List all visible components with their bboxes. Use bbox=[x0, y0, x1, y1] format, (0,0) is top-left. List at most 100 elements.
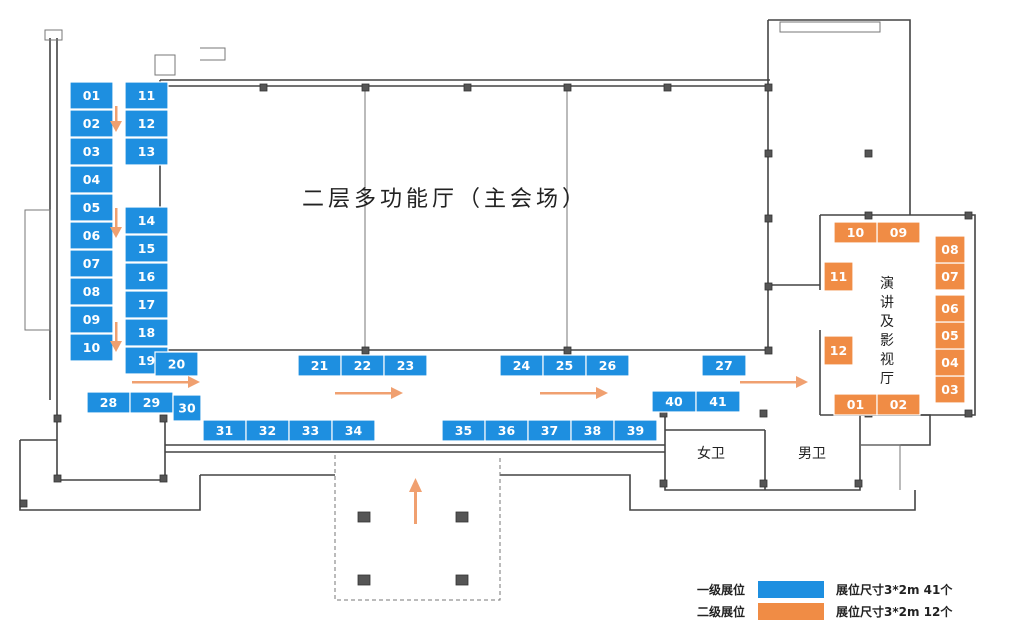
tier2-booth-10: 10 bbox=[833, 221, 878, 244]
tier2-booth-number: 12 bbox=[830, 343, 847, 358]
tier1-booth-rect bbox=[69, 221, 114, 250]
tier1-booth-rect bbox=[69, 193, 114, 222]
tier1-booth-number: 06 bbox=[83, 228, 101, 243]
lecture-hall-char-4: 视 bbox=[880, 352, 894, 368]
tier1-booth-rect bbox=[69, 249, 114, 278]
tier1-booth-number: 33 bbox=[302, 423, 319, 438]
tier1-booth-rect bbox=[124, 206, 169, 235]
tier1-booth-02: 02 bbox=[69, 109, 114, 138]
tier1-booth-11: 11 bbox=[124, 81, 169, 110]
building-walls bbox=[19, 19, 976, 601]
tier1-booth-rect bbox=[124, 234, 169, 263]
tier1-booth-number: 32 bbox=[259, 423, 276, 438]
tier1-booth-35: 35 bbox=[441, 419, 486, 442]
tier1-booth-03: 03 bbox=[69, 137, 114, 166]
tier1-booth-number: 21 bbox=[311, 358, 328, 373]
pillars bbox=[19, 83, 973, 586]
tier2-booth-number: 11 bbox=[830, 269, 847, 284]
tier1-booth-number: 10 bbox=[83, 340, 101, 355]
tier1-booth-number: 24 bbox=[513, 358, 531, 373]
tier1-booth-rect bbox=[124, 109, 169, 138]
arrow-right-2 bbox=[335, 387, 403, 399]
tier1-booth-08: 08 bbox=[69, 277, 114, 306]
tier1-booth-14: 14 bbox=[124, 206, 169, 235]
tier1-booth-rect bbox=[172, 394, 202, 422]
arrow-right-1 bbox=[132, 376, 200, 388]
tier1-booth-number: 34 bbox=[345, 423, 363, 438]
arrow-down-2 bbox=[110, 208, 122, 238]
tier1-booth-number: 29 bbox=[143, 395, 160, 410]
tier1-booth-rect bbox=[585, 354, 630, 377]
tier1-booth-21: 21 bbox=[297, 354, 342, 377]
tier1-booth-12: 12 bbox=[124, 109, 169, 138]
tier1-booth-rect bbox=[383, 354, 428, 377]
tier2-booth-rect bbox=[934, 348, 966, 377]
tier2-booth-rect bbox=[934, 321, 966, 350]
legend-tier1-label: 一级展位 bbox=[697, 582, 745, 597]
tier1-booth-rect bbox=[331, 419, 376, 442]
tier2-booth-rect bbox=[934, 262, 966, 291]
tier1-booth-41: 41 bbox=[695, 390, 741, 413]
lecture-hall-label: 演 讲 及 影 视 厅 bbox=[880, 276, 894, 387]
tier1-booth-24: 24 bbox=[499, 354, 544, 377]
lecture-hall-char-1: 讲 bbox=[880, 295, 894, 311]
arrow-right-4 bbox=[740, 376, 808, 388]
tier1-booth-number: 20 bbox=[168, 357, 186, 372]
legend-tier2-label: 二级展位 bbox=[697, 604, 745, 619]
tier1-booth-27: 27 bbox=[701, 354, 747, 377]
tier1-booth-number: 19 bbox=[138, 353, 155, 368]
tier1-booth-36: 36 bbox=[484, 419, 529, 442]
tier1-booth-33: 33 bbox=[288, 419, 333, 442]
tier2-booth-rect bbox=[934, 294, 966, 323]
tier1-booth-09: 09 bbox=[69, 305, 114, 334]
tier1-booth-number: 36 bbox=[498, 423, 516, 438]
tier2-booth-number: 02 bbox=[890, 397, 907, 412]
tier1-booth-06: 06 bbox=[69, 221, 114, 250]
tier1-booth-39: 39 bbox=[613, 419, 658, 442]
tier1-booth-number: 04 bbox=[83, 172, 101, 187]
restroom-women-label: 女卫 bbox=[697, 445, 725, 462]
tier1-booth-number: 26 bbox=[599, 358, 617, 373]
tier1-booth-number: 38 bbox=[584, 423, 601, 438]
tier1-booth-number: 17 bbox=[138, 297, 155, 312]
tier1-booth-17: 17 bbox=[124, 290, 169, 319]
tier1-booth-rect bbox=[701, 354, 747, 377]
tier1-booth-number: 07 bbox=[83, 256, 100, 271]
tier1-booth-number: 18 bbox=[138, 325, 155, 340]
tier1-booth-30: 30 bbox=[172, 394, 202, 422]
tier1-booth-number: 13 bbox=[138, 144, 155, 159]
tier1-booth-23: 23 bbox=[383, 354, 428, 377]
tier2-booth-04: 04 bbox=[934, 348, 966, 377]
tier1-booth-40: 40 bbox=[651, 390, 697, 413]
tier1-booth-number: 14 bbox=[138, 213, 156, 228]
tier1-booth-07: 07 bbox=[69, 249, 114, 278]
tier1-booth-rect bbox=[69, 137, 114, 166]
tier1-booth-rect bbox=[154, 351, 199, 377]
tier1-booth-number: 37 bbox=[541, 423, 558, 438]
tier1-booth-13: 13 bbox=[124, 137, 169, 166]
legend-tier1-swatch bbox=[758, 581, 824, 598]
tier1-booth-number: 15 bbox=[138, 241, 155, 256]
tier1-booth-number: 30 bbox=[178, 401, 196, 416]
tier1-booth-37: 37 bbox=[527, 419, 572, 442]
tier1-booth-rect bbox=[124, 290, 169, 319]
flow-arrows bbox=[110, 106, 808, 524]
tier2-booth-rect bbox=[934, 375, 966, 404]
tier1-booth-rect bbox=[69, 305, 114, 334]
tier1-booth-number: 25 bbox=[556, 358, 573, 373]
tier1-booth-04: 04 bbox=[69, 165, 114, 194]
tier1-booth-number: 28 bbox=[100, 395, 117, 410]
tier2-booth-rect bbox=[833, 221, 878, 244]
tier1-booth-number: 01 bbox=[83, 88, 100, 103]
arrow-up-entrance bbox=[409, 478, 422, 524]
tier1-booth-16: 16 bbox=[124, 262, 169, 291]
tier1-booth-number: 41 bbox=[709, 394, 726, 409]
tier1-booth-26: 26 bbox=[585, 354, 630, 377]
tier1-booth-15: 15 bbox=[124, 234, 169, 263]
legend-tier2-spec: 展位尺寸3*2m 12个 bbox=[836, 604, 953, 619]
arrow-down-3 bbox=[110, 322, 122, 352]
tier2-booth-number: 05 bbox=[941, 328, 958, 343]
legend-tier1-spec: 展位尺寸3*2m 41个 bbox=[836, 582, 953, 597]
main-hall-title: 二层多功能厅（主会场） bbox=[302, 187, 588, 212]
restroom-men-label: 男卫 bbox=[798, 446, 826, 462]
